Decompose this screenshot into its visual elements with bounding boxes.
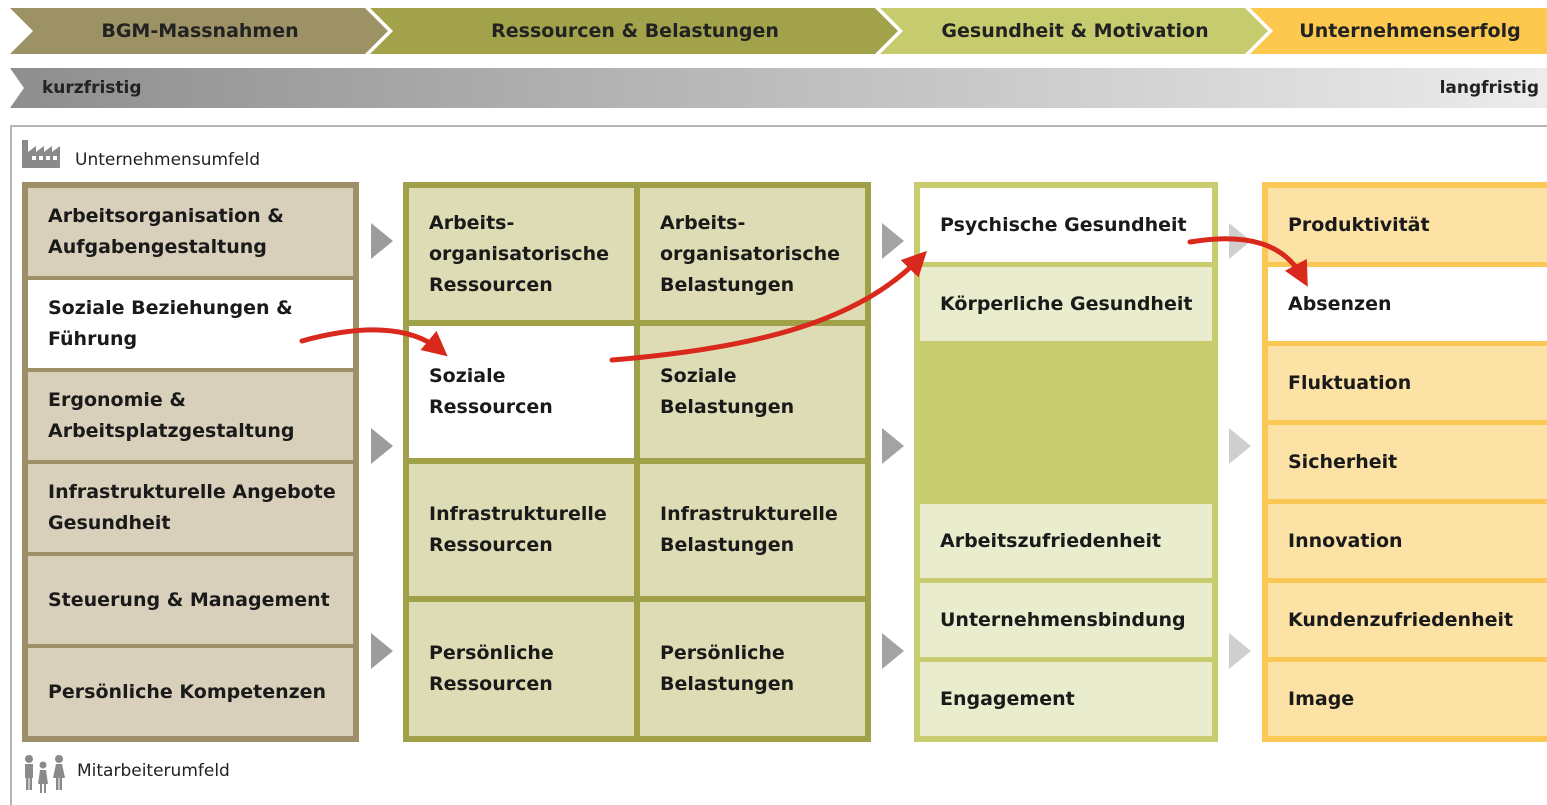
flow-arrow-icon [882, 428, 904, 464]
chevron-resources [370, 8, 898, 54]
resource-label: Infrastrukturelle Ressourcen [429, 503, 607, 556]
health-label: Unternehmensbindung [940, 608, 1186, 631]
measure-label: Soziale Beziehungen & Führung [48, 297, 293, 350]
flow-arrow-icon [371, 223, 393, 259]
resource-label: Persönliche Ressourcen [429, 642, 554, 695]
burden-label: Soziale Belastungen [660, 365, 795, 418]
measure-label: Infrastrukturelle Angebote Gesundheit [48, 481, 336, 534]
health-cell: Engagement [920, 662, 1212, 736]
measure-label: Persönliche Kompetenzen [48, 680, 327, 703]
success-label: Absenzen [1288, 292, 1392, 315]
measure-cell: Steuerung & Management [28, 556, 353, 644]
chevron-success [1250, 8, 1547, 54]
company-environment-label: Unternehmensumfeld [75, 150, 260, 170]
chevron-label-health: Gesundheit & Motivation [941, 20, 1209, 42]
burden-label: Infrastrukturelle Belastungen [660, 503, 838, 556]
health-cell: Körperliche Gesundheit [920, 267, 1212, 341]
chevron-label-measures: BGM-Massnahmen [101, 20, 299, 42]
measure-cell: Ergonomie & Arbeitsplatzgestaltung [28, 372, 353, 460]
resource-label: Arbeits- organisatorische Ressourcen [429, 211, 610, 296]
chevron-label-resources: Ressourcen & Belastungen [491, 20, 779, 42]
health-label: Engagement [940, 687, 1075, 710]
health-motivation-column [914, 182, 1218, 742]
burden-cell: Infrastrukturelle Belastungen [640, 464, 865, 596]
burden-cell: Soziale Belastungen [640, 326, 865, 458]
flow-arrow-icon [371, 633, 393, 669]
environment-frame [10, 125, 1547, 805]
people-icon [25, 755, 65, 793]
success-cell: Kundenzufriedenheit [1268, 583, 1547, 657]
health-cell: Psychische Gesundheit [920, 188, 1212, 262]
resource-label: Soziale Ressourcen [429, 365, 553, 418]
timeline-bar [10, 68, 1547, 108]
success-label: Produktivität [1288, 213, 1430, 236]
measure-label: Arbeitsorganisation & Aufgabengestaltung [48, 205, 284, 258]
timeline-start: kurzfristig [42, 78, 142, 98]
flow-arrow-icon [1229, 633, 1251, 669]
health-label: Körperliche Gesundheit [940, 292, 1193, 315]
measure-label: Steuerung & Management [48, 588, 330, 611]
health-cell: Arbeitszufriedenheit [920, 504, 1212, 578]
burden-cell: Arbeits- organisatorische Belastungen [640, 188, 865, 320]
flow-arrow-icon [1229, 428, 1251, 464]
flow-arrow-icon [1229, 223, 1251, 259]
chevron-health [880, 8, 1268, 54]
measure-cell: Arbeitsorganisation & Aufgabengestaltung [28, 188, 353, 276]
burden-label: Arbeits- organisatorische Belastungen [660, 211, 841, 296]
resource-cell: Infrastrukturelle Ressourcen [409, 464, 634, 596]
success-cell: Innovation [1268, 504, 1547, 578]
success-label: Fluktuation [1288, 371, 1412, 394]
resource-cell: Persönliche Ressourcen [409, 602, 634, 736]
resource-cell: Soziale Ressourcen [409, 326, 634, 458]
success-label: Kundenzufriedenheit [1288, 608, 1514, 631]
measure-cell: Soziale Beziehungen & Führung [28, 280, 353, 368]
factory-icon [22, 140, 60, 168]
success-cell: Sicherheit [1268, 425, 1547, 499]
health-cell: Unternehmensbindung [920, 583, 1212, 657]
flow-arrow-icon [371, 428, 393, 464]
burden-label: Persönliche Belastungen [660, 642, 795, 695]
measure-cell: Infrastrukturelle Angebote Gesundheit [28, 464, 353, 552]
success-cell: Produktivität [1268, 188, 1547, 262]
measure-cell: Persönliche Kompetenzen [28, 648, 353, 736]
resource-cell: Arbeits- organisatorische Ressourcen [409, 188, 634, 320]
burden-cell: Persönliche Belastungen [640, 602, 865, 736]
header-chevrons [10, 8, 1547, 54]
health-label: Arbeitszufriedenheit [940, 529, 1162, 552]
timeline-end: langfristig [1439, 78, 1539, 98]
success-cell: Absenzen [1268, 267, 1547, 341]
health-label: Psychische Gesundheit [940, 213, 1187, 236]
chevron-measures [10, 8, 388, 54]
success-label: Sicherheit [1288, 450, 1398, 473]
flow-arrow-icon [882, 223, 904, 259]
success-label: Image [1288, 687, 1355, 710]
flow-arrow-icon [882, 633, 904, 669]
success-cell: Fluktuation [1268, 346, 1547, 420]
success-label: Innovation [1288, 529, 1403, 552]
employee-environment-label: Mitarbeiterumfeld [77, 761, 230, 781]
measure-label: Ergonomie & Arbeitsplatzgestaltung [48, 389, 295, 442]
chevron-label-success: Unternehmenserfolg [1299, 20, 1521, 42]
success-cell: Image [1268, 662, 1547, 736]
